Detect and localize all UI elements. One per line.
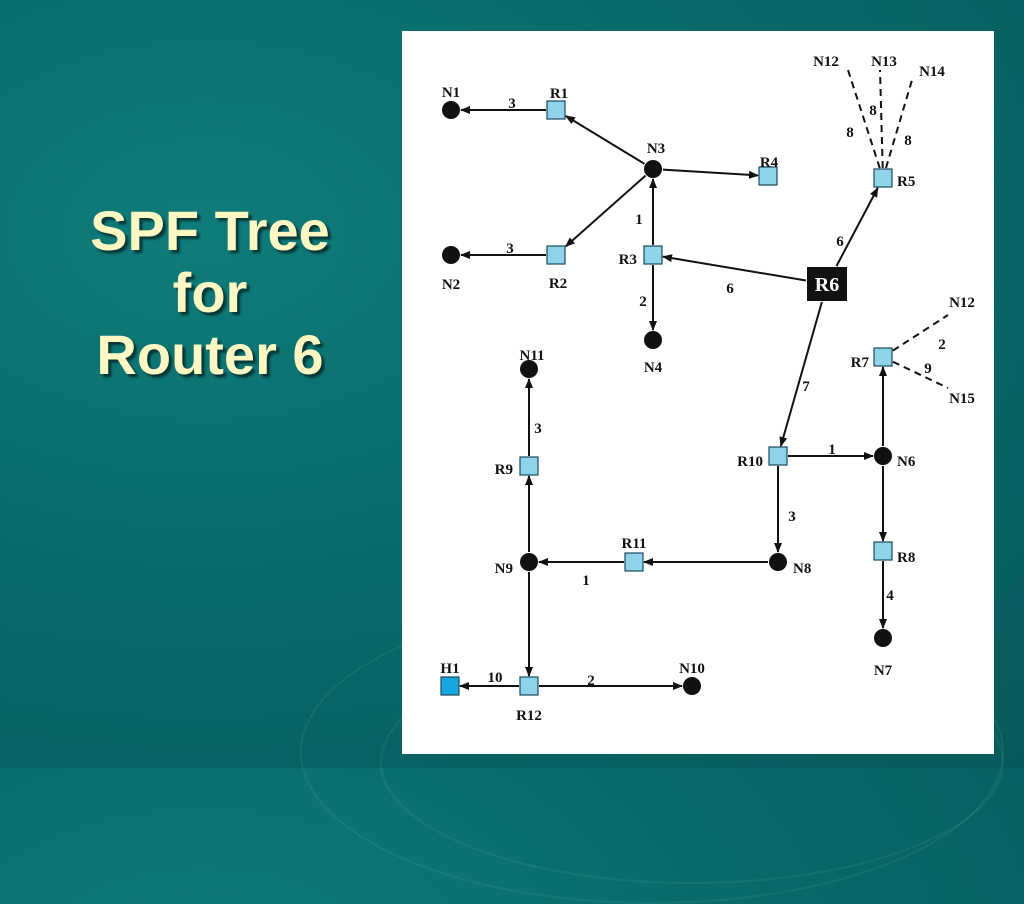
node-label-n1: N1 xyxy=(442,85,460,101)
router-node-r10 xyxy=(768,446,788,466)
network-node-n1 xyxy=(442,101,460,119)
edge-r7-n15-dashed xyxy=(892,360,949,389)
router-node-r8 xyxy=(873,541,893,561)
edge-cost-label: 2 xyxy=(587,673,595,689)
node-label-r10: R10 xyxy=(737,454,763,470)
slide-title-line: SPF Tree xyxy=(90,199,330,262)
slide-title-line: for xyxy=(172,261,248,324)
edge-r5-n12-dashed xyxy=(847,69,881,169)
node-label-r11: R11 xyxy=(621,536,646,552)
router-node-r5 xyxy=(873,168,893,188)
network-node-n2 xyxy=(442,246,460,264)
edge-cost-label: 3 xyxy=(534,421,542,437)
node-label-r1: R1 xyxy=(550,86,568,102)
edge-cost-label: 1 xyxy=(828,442,836,458)
root-router-node xyxy=(807,267,847,301)
network-node-n6 xyxy=(874,447,892,465)
slide-title: SPF Tree for Router 6 xyxy=(30,200,390,386)
router-node-r1 xyxy=(546,100,566,120)
node-label-n8: N8 xyxy=(793,561,811,577)
edge-cost-label: 6 xyxy=(726,281,734,297)
node-label-r3: R3 xyxy=(619,252,637,268)
node-label-r12: R12 xyxy=(516,708,542,724)
router-node-r11 xyxy=(624,552,644,572)
router-node-r7 xyxy=(873,347,893,367)
edge-cost-label: 10 xyxy=(488,670,503,686)
router-node-r2 xyxy=(546,245,566,265)
edge-r6-r5 xyxy=(835,186,879,267)
edge-cost-label: 2 xyxy=(938,337,946,353)
edge-cost-label: 1 xyxy=(635,212,643,228)
edge-cost-label: 8 xyxy=(846,125,854,141)
slide-title-line: Router 6 xyxy=(96,323,324,386)
edge-r5-n14-dashed xyxy=(884,79,913,169)
router-node-r4 xyxy=(758,166,778,186)
router-node-r12 xyxy=(519,676,539,696)
edge-cost-label: 3 xyxy=(508,96,516,112)
network-node-n4 xyxy=(644,331,662,349)
node-label-n11: N11 xyxy=(519,348,544,364)
edge-n3-r4 xyxy=(662,168,759,179)
node-label-h1: H1 xyxy=(440,661,459,677)
edge-r7-n12-dashed xyxy=(892,314,949,352)
node-label-n7: N7 xyxy=(874,663,893,679)
edge-cost-label: 3 xyxy=(788,509,796,525)
node-label-n2: N2 xyxy=(442,277,460,293)
node-label-n9: N9 xyxy=(495,561,513,577)
network-node-n3 xyxy=(644,160,662,178)
edge-r6-r3 xyxy=(661,254,807,282)
edge-n3-r1 xyxy=(565,115,645,165)
network-node-n9 xyxy=(520,553,538,571)
edge-cost-label: 6 xyxy=(836,234,844,250)
edge-cost-label: 3 xyxy=(506,241,514,257)
edge-cost-label: 9 xyxy=(924,361,932,377)
edge-cost-label: 4 xyxy=(886,588,894,604)
network-node-n8 xyxy=(769,553,787,571)
router-node-r9 xyxy=(519,456,539,476)
node-label-n6: N6 xyxy=(897,454,916,470)
node-label-r9: R9 xyxy=(495,462,513,478)
edge-cost-label: 2 xyxy=(639,294,647,310)
edge-r6-r10 xyxy=(779,301,823,448)
node-label-r4: R4 xyxy=(760,155,779,171)
edge-n3-r2 xyxy=(564,174,647,248)
network-node-n11 xyxy=(520,360,538,378)
edge-cost-label: 8 xyxy=(869,103,877,119)
external-node-label: N12 xyxy=(949,295,975,311)
network-node-n7 xyxy=(874,629,892,647)
edge-cost-label: 7 xyxy=(802,379,810,395)
root-router-label: R6 xyxy=(815,274,839,296)
node-label-r8: R8 xyxy=(897,550,915,566)
node-label-r2: R2 xyxy=(549,276,567,292)
host-node-h1 xyxy=(440,676,460,696)
edge-cost-label: 1 xyxy=(582,573,590,589)
external-node-label: N12 xyxy=(813,54,839,70)
external-node-label: N13 xyxy=(871,54,897,70)
external-node-label: N14 xyxy=(919,64,945,80)
node-label-r7: R7 xyxy=(851,355,870,371)
network-node-n10 xyxy=(683,677,701,695)
node-label-n3: N3 xyxy=(647,141,665,157)
external-node-label: N15 xyxy=(949,391,975,407)
edge-cost-label: 8 xyxy=(904,133,912,149)
node-label-n10: N10 xyxy=(679,661,705,677)
router-node-r3 xyxy=(643,245,663,265)
edge-r5-n13-dashed xyxy=(879,69,884,169)
node-label-r5: R5 xyxy=(897,174,915,190)
node-label-n4: N4 xyxy=(644,360,663,376)
